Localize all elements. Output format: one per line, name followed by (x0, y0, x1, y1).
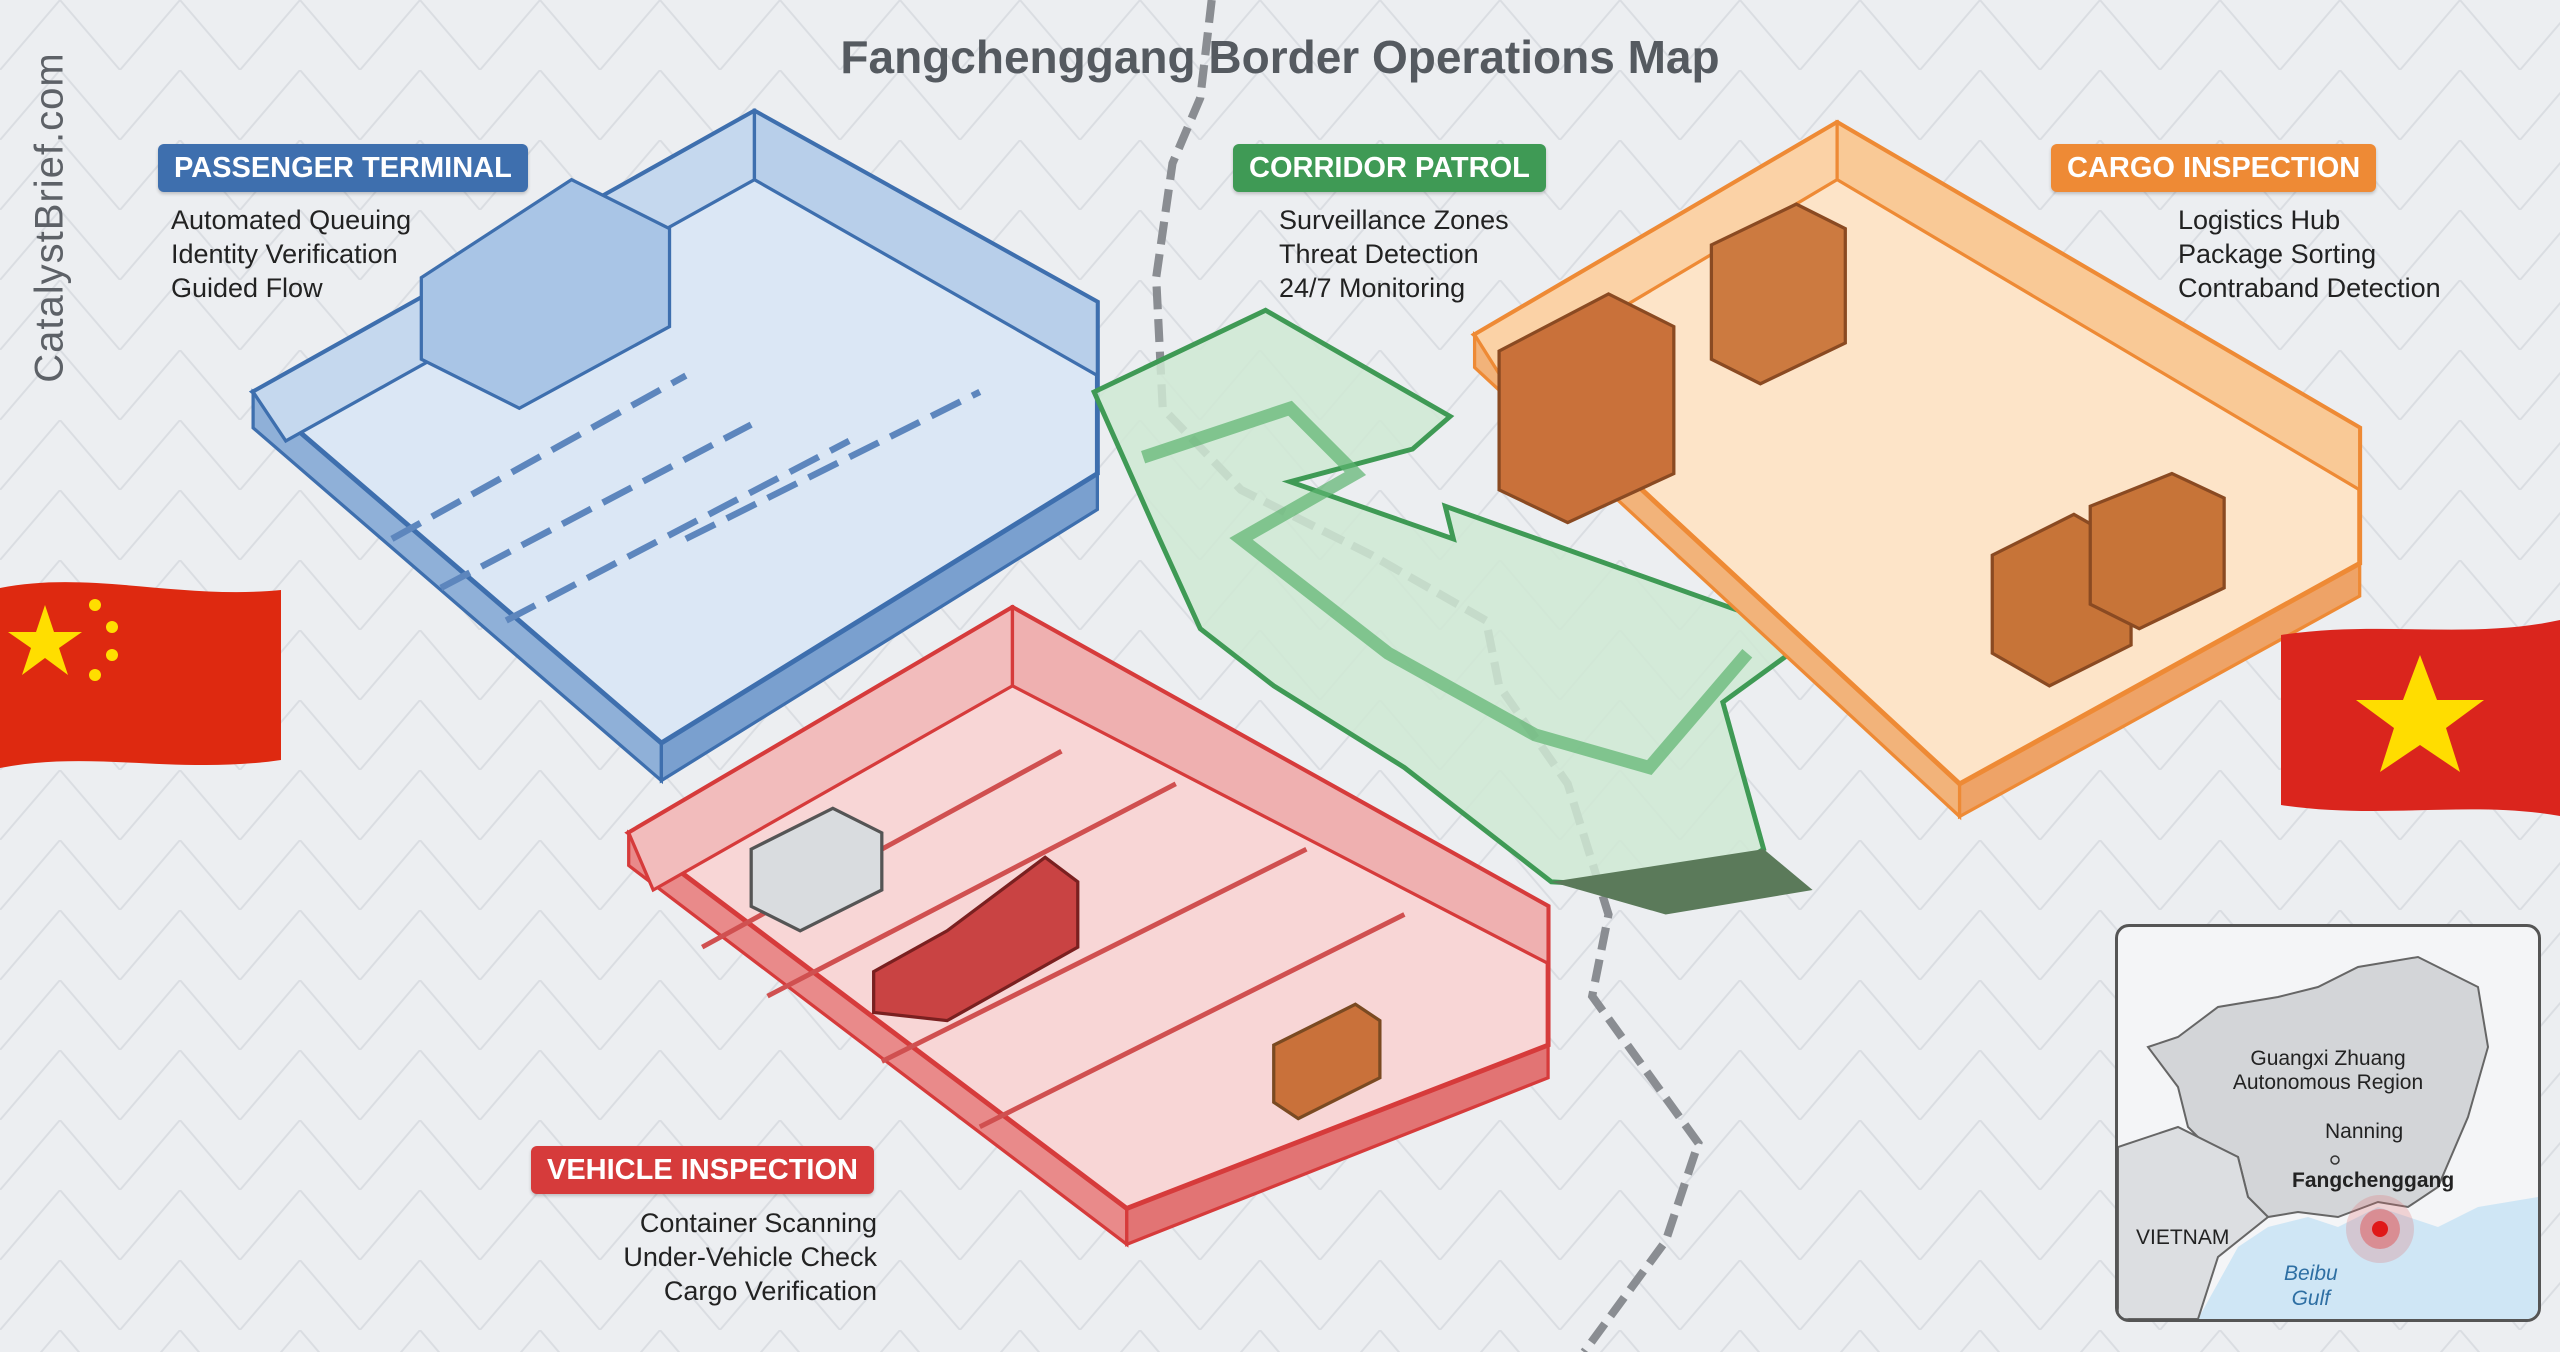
city-label: Nanning (2325, 1120, 2404, 1143)
feature-item: Identity Verification (171, 239, 398, 269)
region-label: Guangxi Zhuang Autonomous Region (2228, 1047, 2428, 1095)
china-flag (0, 582, 281, 768)
country-label: VIETNAM (2136, 1226, 2230, 1249)
feature-item: Package Sorting (2178, 239, 2377, 269)
cargo-inspection-items: Logistics Hub Package Sorting Contraband… (2178, 203, 2441, 305)
vehicle-inspection-zone (624, 604, 1551, 1248)
region-line: Autonomous Region (2232, 1071, 2424, 1094)
feature-item: Contraband Detection (2178, 273, 2441, 303)
location-label: Fangchenggang (2292, 1169, 2455, 1192)
feature-item: Logistics Hub (2178, 205, 2341, 235)
inset-map-shapes (2118, 955, 2538, 1319)
cargo-inspection-badge: CARGO INSPECTION (2051, 144, 2377, 192)
feature-item: Guided Flow (171, 273, 323, 303)
feature-item: Surveillance Zones (1279, 205, 1509, 235)
passenger-terminal-badge: PASSENGER TERMINAL (158, 144, 528, 192)
passenger-terminal-items: Automated Queuing Identity Verification … (171, 203, 411, 305)
inset-locator-map: Guangxi Zhuang Autonomous Region Nanning… (2115, 924, 2541, 1322)
passenger-terminal-zone (248, 108, 1100, 785)
watermark: CatalystBrief.com (27, 52, 72, 383)
vehicle-inspection-items: Container Scanning Under-Vehicle Check C… (623, 1206, 877, 1308)
region-line: Guangxi Zhuang (2250, 1047, 2406, 1070)
border-line (1152, 0, 1703, 1352)
vietnam-flag (2281, 620, 2560, 816)
sea-line: Gulf (2291, 1287, 2331, 1310)
corridor-patrol-badge: CORRIDOR PATROL (1233, 144, 1546, 192)
feature-item: Automated Queuing (171, 205, 412, 235)
location-marker (2372, 1221, 2388, 1237)
feature-item: Container Scanning (639, 1208, 877, 1238)
corridor-patrol-items: Surveillance Zones Threat Detection 24/7… (1279, 203, 1509, 305)
sea-label: Beibu Gulf (2284, 1261, 2338, 1311)
feature-item: Cargo Verification (663, 1276, 877, 1306)
sea-line: Beibu (2284, 1262, 2338, 1285)
city-marker (2330, 1155, 2340, 1165)
feature-item: 24/7 Monitoring (1279, 273, 1466, 303)
feature-item: Threat Detection (1279, 239, 1479, 269)
vehicle-inspection-badge: VEHICLE INSPECTION (531, 1146, 874, 1194)
corridor-patrol-zone (1090, 307, 1818, 915)
cargo-inspection-zone (1470, 119, 2363, 821)
page-title: Fangchenggang Border Operations Map (840, 31, 1720, 83)
feature-item: Under-Vehicle Check (623, 1242, 877, 1272)
